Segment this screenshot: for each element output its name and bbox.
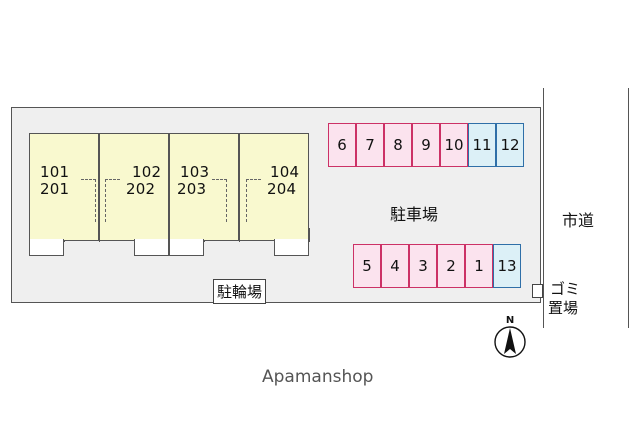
unit-103-203: 103 203 [169, 133, 239, 241]
parking-space-10: 10 [440, 123, 468, 167]
parking-space-3: 3 [409, 244, 437, 288]
parking-space-number: 1 [474, 257, 484, 275]
parking-space-number: 10 [444, 136, 464, 154]
parking-space-number: 2 [446, 257, 456, 275]
parking-space-number: 7 [365, 136, 375, 154]
road-edge-line [628, 88, 629, 328]
parking-space-number: 3 [418, 257, 428, 275]
parking-space-number: 5 [362, 257, 372, 275]
parking-space-number: 11 [472, 136, 492, 154]
parking-space-13: 13 [493, 244, 521, 288]
parking-space-number: 8 [393, 136, 403, 154]
parking-space-8: 8 [384, 123, 412, 167]
watermark: Apamanshop [262, 367, 374, 387]
compass-letter: N [506, 315, 514, 326]
unit-bottom-number: 201 [40, 180, 70, 198]
parking-space-number: 9 [421, 136, 431, 154]
parking-space-number: 4 [390, 257, 400, 275]
unit-102-202: 102 202 [99, 133, 169, 241]
unit-top-number: 101 [40, 163, 70, 181]
garbage-area-label-line2: 置場 [548, 297, 579, 318]
unit-101-201: 101 201 [29, 133, 99, 241]
road-edge-line [543, 88, 544, 328]
stair-outline [246, 179, 261, 222]
parking-space-2: 2 [437, 244, 465, 288]
parking-space-number: 6 [337, 136, 347, 154]
unit-104-204: 104 204 [239, 133, 309, 241]
parking-space-6: 6 [328, 123, 356, 167]
unit-porch [134, 239, 169, 256]
parking-space-12: 12 [496, 123, 524, 167]
parking-space-5: 5 [353, 244, 381, 288]
parking-space-11: 11 [468, 123, 496, 167]
unit-bottom-number: 204 [267, 180, 297, 198]
parking-space-number: 13 [497, 257, 517, 275]
unit-top-number: 102 [132, 163, 162, 181]
unit-porch [169, 239, 204, 256]
unit-bottom-number: 203 [177, 180, 207, 198]
unit-bottom-number: 202 [126, 180, 156, 198]
north-arrow-icon: N [491, 313, 529, 359]
stair-outline [81, 179, 96, 222]
road-label: 市道 [562, 211, 595, 230]
parking-space-9: 9 [412, 123, 440, 167]
parking-space-number: 12 [500, 136, 520, 154]
parking-space-7: 7 [356, 123, 384, 167]
unit-porch [274, 239, 309, 256]
unit-porch [29, 239, 64, 256]
unit-top-number: 104 [270, 163, 300, 181]
garbage-area-marker [532, 284, 543, 298]
stair-outline [105, 179, 120, 222]
stair-outline [212, 179, 227, 222]
parking-space-4: 4 [381, 244, 409, 288]
parking-lot-label: 駐車場 [390, 205, 439, 224]
unit-top-number: 103 [180, 163, 210, 181]
garbage-area-label-line1: ゴミ [550, 278, 581, 299]
bicycle-parking-label: 駐輪場 [213, 279, 267, 304]
parking-space-1: 1 [465, 244, 493, 288]
